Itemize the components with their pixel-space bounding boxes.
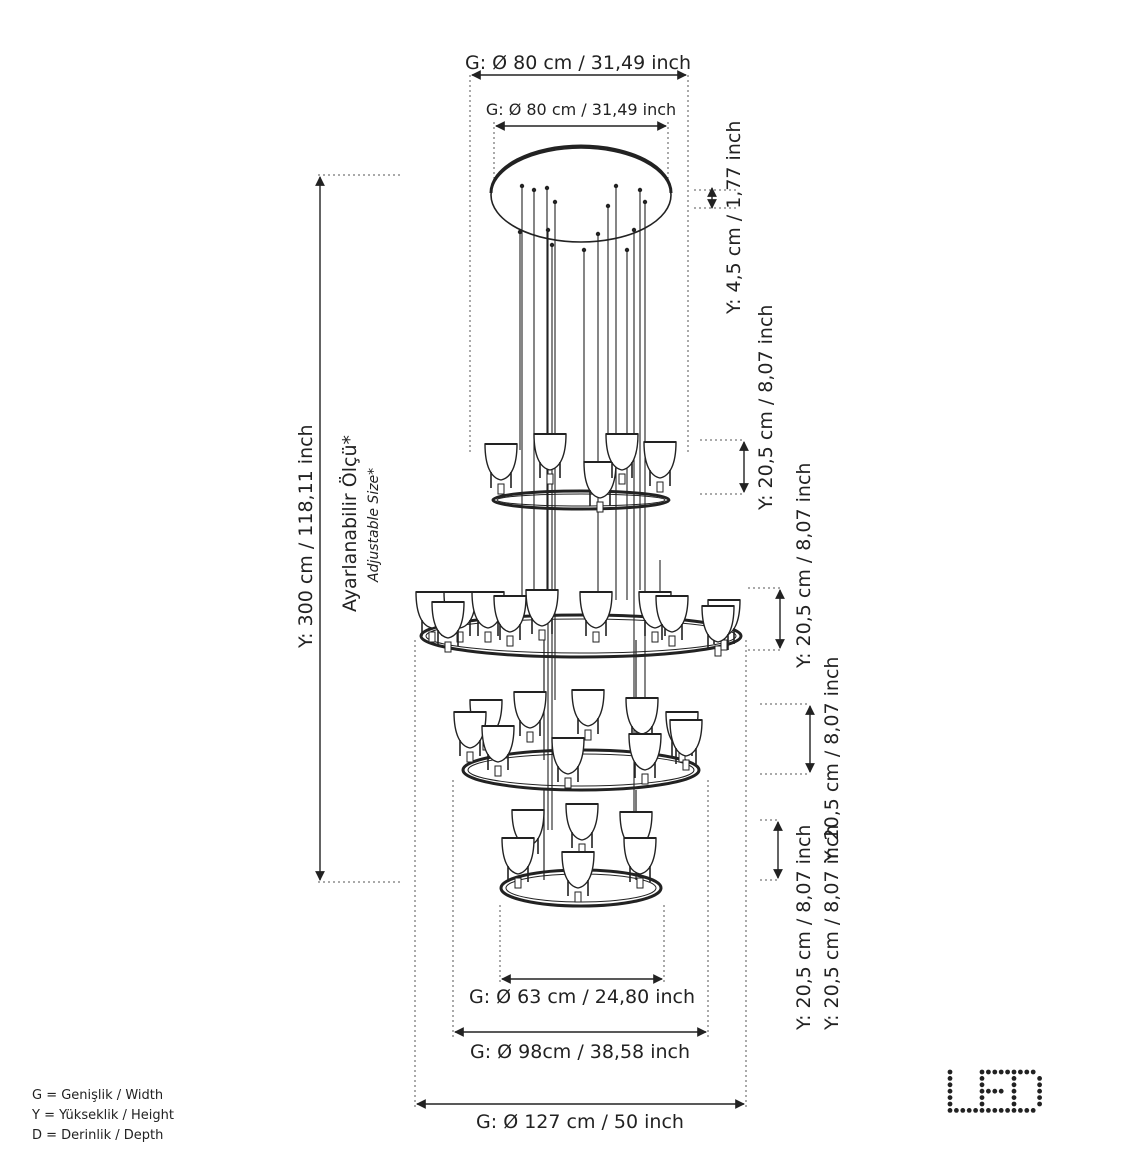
led-dot (960, 1108, 966, 1113)
legend-height: Y = Yükseklik / Height (32, 1108, 174, 1123)
canopy-height-label: Y: 4,5 cm / 1,77 inch (723, 121, 745, 315)
legend-width: G = Genişlik / Width (32, 1088, 164, 1103)
led-dot (986, 1069, 991, 1075)
dimension-legend: G = Genişlik / Width Y = Yükseklik / Hei… (32, 1086, 174, 1146)
tier-height-label-4: Y: 20,5 cm / 8,07 inch (821, 825, 843, 1031)
led-dot (998, 1088, 1004, 1094)
led-dot (1030, 1069, 1036, 1075)
led-dot-matrix-logo (947, 1069, 1042, 1113)
led-dot (979, 1095, 985, 1100)
tier-height-label-5: Y: 20,5 cm / 8,07 inch (793, 825, 815, 1031)
led-dot (1037, 1088, 1042, 1094)
led-dot (947, 1101, 953, 1107)
bottom-width-mid-label: G: Ø 98cm / 38,58 inch (470, 1041, 690, 1063)
led-dot (1011, 1076, 1017, 1081)
led-dot (979, 1088, 985, 1094)
tier-1 (484, 433, 677, 513)
led-dot (979, 1082, 985, 1088)
led-dot (1037, 1076, 1042, 1081)
led-dot (979, 1101, 985, 1107)
top-width-inner-label: G: Ø 80 cm / 31,49 inch (486, 100, 676, 119)
tier-3 (453, 640, 703, 792)
adjustable-size-en-label: Adjustable Size* (366, 468, 382, 583)
led-dot (1037, 1095, 1042, 1100)
led-dot (992, 1088, 998, 1094)
tier-2 (415, 589, 743, 659)
led-dot (1011, 1101, 1017, 1107)
legend-depth: D = Derinlik / Depth (32, 1128, 164, 1143)
led-dot (1024, 1069, 1030, 1075)
tier-height-label-3: Y: 20,5 cm / 8,07 inch (821, 657, 843, 863)
led-dot (979, 1069, 985, 1075)
led-dot (947, 1076, 953, 1081)
guide-lines (318, 75, 810, 1110)
led-dot (998, 1108, 1004, 1113)
bottom-width-large-label: G: Ø 127 cm / 50 inch (476, 1111, 684, 1133)
led-dot (1030, 1108, 1036, 1113)
led-dot (1011, 1088, 1017, 1094)
led-dot (973, 1108, 978, 1113)
led-dot (979, 1108, 985, 1113)
led-dot (992, 1108, 998, 1113)
ceiling-canopy (490, 147, 672, 243)
led-dot (979, 1076, 985, 1081)
led-dot (1018, 1108, 1023, 1113)
led-dot (947, 1069, 953, 1075)
led-dot (947, 1082, 953, 1088)
led-dot (947, 1088, 953, 1094)
cable-anchors (517, 183, 648, 253)
tier-4 (499, 790, 663, 908)
chandelier-illustration (415, 144, 743, 908)
led-dot (947, 1108, 953, 1113)
led-dot (1011, 1108, 1017, 1113)
tier-height-label-1: Y: 20,5 cm / 8,07 inch (755, 305, 777, 511)
led-dot (947, 1095, 953, 1100)
bottom-width-small-label: G: Ø 63 cm / 24,80 inch (469, 986, 695, 1008)
led-dot (1037, 1101, 1042, 1107)
led-dot (1037, 1082, 1042, 1088)
dimension-labels: G: Ø 80 cm / 31,49 inch G: Ø 80 cm / 31,… (295, 52, 843, 1133)
led-badge (947, 1069, 1042, 1113)
adjustable-size-tr-label: Ayarlanabilir Ölçü* (338, 435, 361, 612)
led-dot (1018, 1069, 1023, 1075)
led-dot (1011, 1095, 1017, 1100)
led-dot (992, 1069, 998, 1075)
led-dot (1011, 1069, 1017, 1075)
led-dot (1005, 1108, 1010, 1113)
led-dot (1005, 1069, 1010, 1075)
led-dot (986, 1108, 991, 1113)
led-dot (954, 1108, 959, 1113)
tier-height-label-2: Y: 20,5 cm / 8,07 inch (793, 463, 815, 669)
led-dot (966, 1108, 972, 1113)
led-dot (998, 1069, 1004, 1075)
top-width-outer-label: G: Ø 80 cm / 31,49 inch (465, 52, 691, 74)
led-dot (986, 1088, 991, 1094)
led-dot (1024, 1108, 1030, 1113)
total-height-label: Y: 300 cm / 118,11 inch (295, 424, 317, 649)
dimension-arrows (315, 70, 815, 1109)
led-dot (1011, 1082, 1017, 1088)
